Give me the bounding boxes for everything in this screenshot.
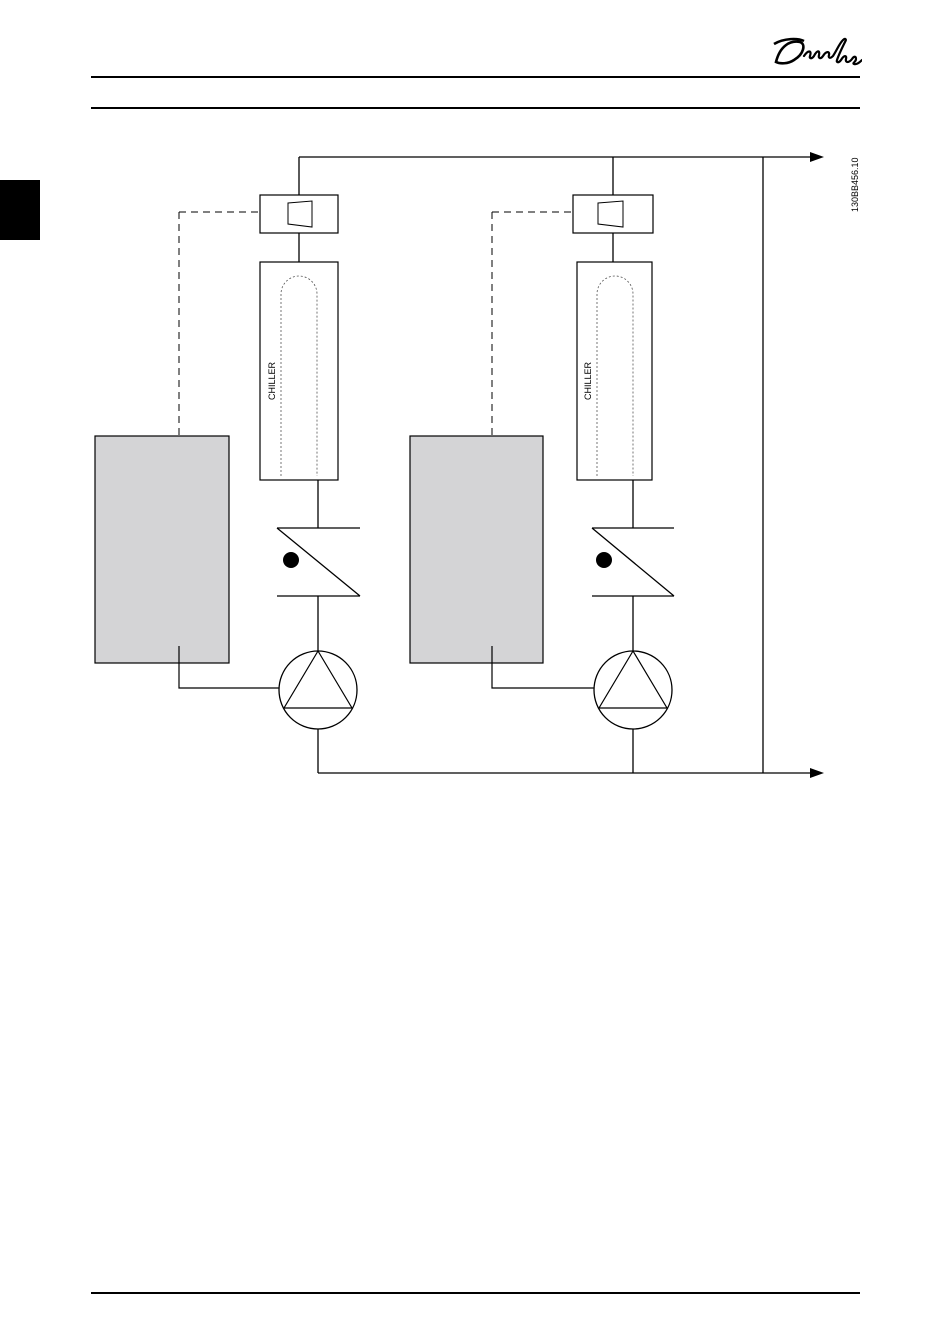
flow-sensor-2 (573, 195, 653, 233)
drive-2 (410, 436, 543, 663)
return-arrow-icon (810, 768, 824, 778)
chiller-2-label: CHILLER (583, 361, 593, 400)
pump-2 (594, 651, 672, 729)
unit-1: CHILLER (95, 195, 360, 773)
flow-sensor-1 (260, 195, 338, 233)
unit-2: CHILLER (410, 195, 674, 773)
check-valve-1-ball-icon (283, 552, 299, 568)
chiller-1-label: CHILLER (267, 361, 277, 400)
check-valve-2-ball-icon (596, 552, 612, 568)
drive-1 (95, 436, 229, 663)
pump-1 (279, 651, 357, 729)
figure-code: 130BB456.10 (850, 157, 860, 212)
supply-arrow-icon (810, 152, 824, 162)
